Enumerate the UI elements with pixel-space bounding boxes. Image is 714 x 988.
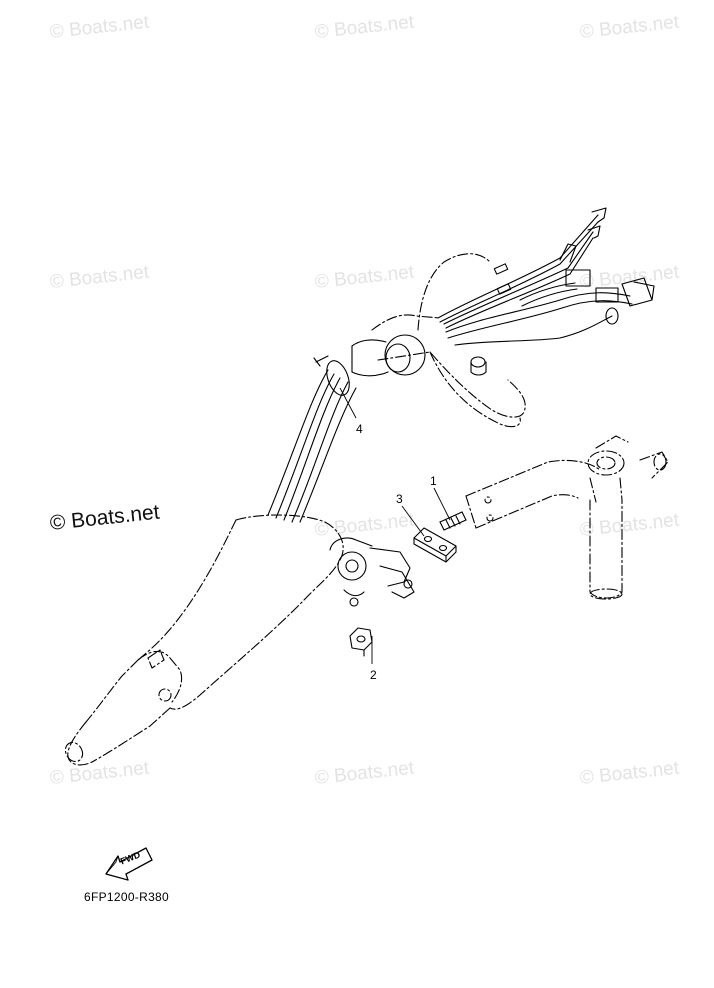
wire-harness bbox=[445, 269, 655, 346]
forward-arrow-icon bbox=[105, 847, 153, 881]
item-3-plate bbox=[413, 527, 457, 563]
tiller-handle bbox=[64, 514, 344, 766]
callout-4: 4 bbox=[356, 422, 363, 436]
cable-bundle bbox=[267, 369, 357, 523]
tie-strap bbox=[313, 355, 350, 396]
steering-arm bbox=[465, 435, 669, 600]
callout-1: 1 bbox=[430, 474, 437, 488]
callout-3: 3 bbox=[396, 492, 403, 506]
leader-lines bbox=[339, 387, 451, 664]
steering-pivot bbox=[351, 334, 487, 377]
item-1-stud bbox=[439, 511, 467, 531]
control-cables bbox=[437, 207, 607, 329]
diagram-code: 6FP1200-R380 bbox=[84, 890, 169, 904]
engine-housing bbox=[371, 253, 526, 428]
callout-2: 2 bbox=[370, 668, 377, 682]
item-2-nut bbox=[349, 627, 373, 657]
handle-bracket bbox=[329, 537, 415, 607]
